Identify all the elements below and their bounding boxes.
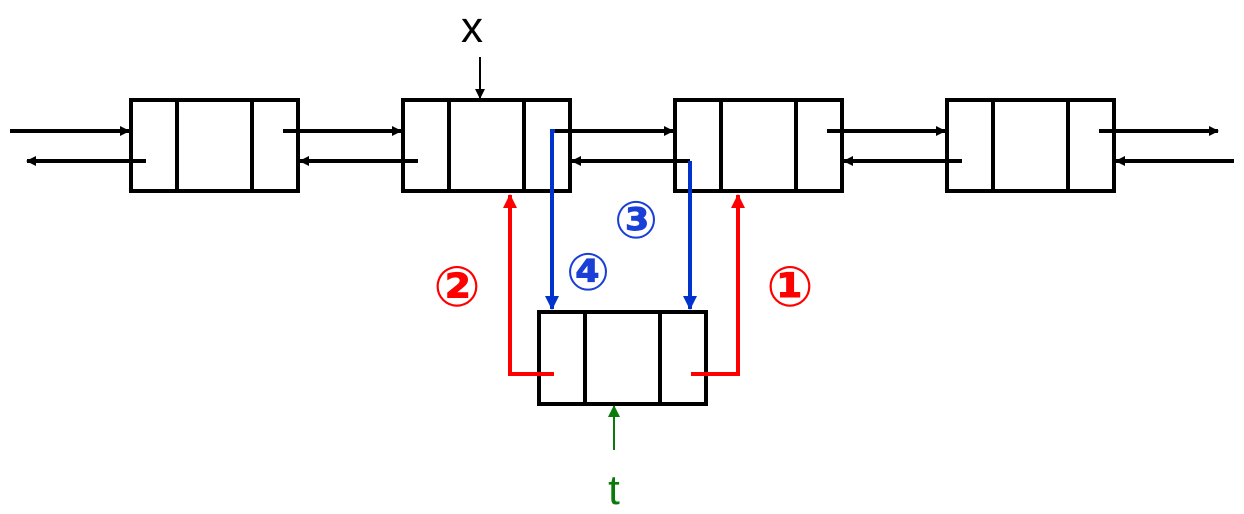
- pointer-x-label: x: [461, 3, 483, 52]
- step-3-label: ③: [614, 192, 658, 250]
- list-node-2-x: [401, 98, 572, 193]
- step-1-label: ①: [766, 255, 813, 318]
- step-4-arrow: [545, 129, 559, 310]
- list-node-4: [945, 98, 1116, 193]
- list-node-3: [673, 98, 844, 193]
- pointer-t-label: t: [608, 466, 620, 513]
- step-2-arrow: [503, 194, 554, 376]
- new-node-t: [537, 310, 708, 406]
- list-links: [10, 126, 1234, 166]
- step-4-label: ④: [566, 244, 610, 302]
- list-node-1: [129, 98, 300, 193]
- step-2-label: ②: [433, 255, 480, 318]
- step-1-arrow: [691, 194, 745, 376]
